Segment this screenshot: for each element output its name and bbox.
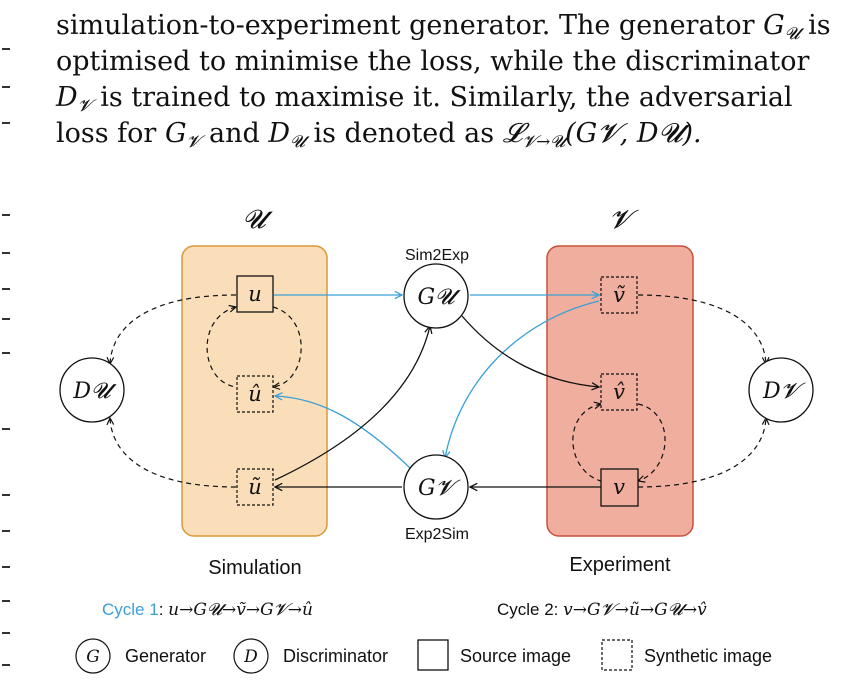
source-node-v: [600, 468, 639, 507]
exp-cycle-loop-right: [638, 403, 666, 481]
legend-discriminator-symbol-circle: [233, 638, 269, 674]
cycle1-label: Cycle 1: [102, 600, 159, 619]
synthetic-node-u-tilde: [236, 468, 274, 506]
experiment-caption: Experiment: [569, 554, 671, 576]
sim-cycle-loop-right: [273, 306, 302, 387]
disc-u-arc-from-u: [110, 294, 237, 364]
synthetic-node-v-hat-label: v̂: [613, 380, 625, 404]
disc-u-arc-from-u-tilde: [110, 418, 237, 488]
discriminator-u-label: D𝓤: [72, 379, 117, 404]
disc-v-arc-from-v-tilde: [637, 294, 766, 364]
legend-synthetic-swatch: [601, 639, 633, 671]
simulation-caption: Simulation: [208, 557, 301, 579]
legend-generator-symbol-circle: [75, 638, 111, 674]
synthetic-node-u-hat-label: û: [248, 382, 262, 406]
paragraph-line-3: D𝓥 is trained to maximise it. Similarly,…: [56, 82, 793, 116]
arrow-gen-v-to-u-hat: [275, 396, 411, 469]
cycle2-caption: Cycle 2: v→G𝓥→ũ→G𝓤→v̂: [497, 600, 707, 620]
cycle1-caption: Cycle 1: u→G𝓤→ṽ→G𝓥→û: [102, 600, 313, 620]
paragraph-line-4: loss for G𝓥 and D𝓤 is denoted as 𝓛𝓥→𝓤(G𝓥…: [56, 118, 702, 152]
source-node-u-label: u: [248, 282, 262, 306]
legend-source-label: Source image: [460, 646, 571, 666]
exp2sim-label: Exp2Sim: [405, 526, 469, 543]
generator-v-label: G𝓥: [418, 476, 461, 501]
paragraph-line-1: simulation-to-experiment generator. The …: [56, 10, 831, 44]
discriminator-v-label: D𝓥: [762, 379, 806, 404]
source-node-u: [236, 275, 274, 313]
legend-discriminator-symbol: D: [243, 647, 258, 667]
cycle2-expression: v→G𝓥→ũ→G𝓤→v̂: [563, 600, 707, 620]
legend-source-swatch: [417, 639, 449, 671]
discriminator-v-node: [748, 357, 814, 423]
generator-u-label: G𝓤: [417, 285, 461, 310]
cycle1-expression: u→G𝓤→ṽ→G𝓥→û: [168, 600, 313, 620]
cycle2-label: Cycle 2:: [497, 600, 558, 619]
domain-v-label: 𝓥: [609, 205, 639, 235]
synthetic-node-v-tilde: [600, 276, 638, 314]
arrow-gen-u-to-v-hat: [461, 315, 599, 387]
disc-v-arc-from-v: [637, 418, 766, 488]
domain-u-label: 𝓤: [242, 205, 273, 235]
body-paragraph: simulation-to-experiment generator. The …: [56, 8, 836, 152]
arrow-v-tilde-to-gen-v: [445, 300, 600, 458]
legend-generator-symbol: G: [86, 647, 100, 667]
legend-discriminator-label: Discriminator: [283, 646, 388, 666]
synthetic-node-u-tilde-label: ũ: [248, 475, 262, 499]
discriminator-u-node: [59, 357, 125, 423]
synthetic-node-v-hat: [600, 373, 638, 411]
sim2exp-label: Sim2Exp: [405, 247, 469, 264]
arrow-u-tilde-to-gen-u: [274, 326, 430, 481]
legend-synthetic-label: Synthetic image: [644, 646, 772, 666]
generator-v-node: [403, 454, 469, 520]
legend-generator-label: Generator: [125, 646, 206, 666]
generator-u-node: [403, 263, 469, 329]
synthetic-node-v-tilde-label: ṽ: [613, 283, 625, 307]
source-node-v-label: v: [613, 475, 625, 499]
sim-cycle-loop: [206, 307, 236, 388]
synthetic-node-u-hat: [236, 375, 274, 413]
paragraph-line-2: optimised to minimise the loss, while th…: [56, 46, 810, 77]
margin-line-marks: [0, 0, 14, 689]
exp-cycle-loop: [572, 404, 601, 482]
